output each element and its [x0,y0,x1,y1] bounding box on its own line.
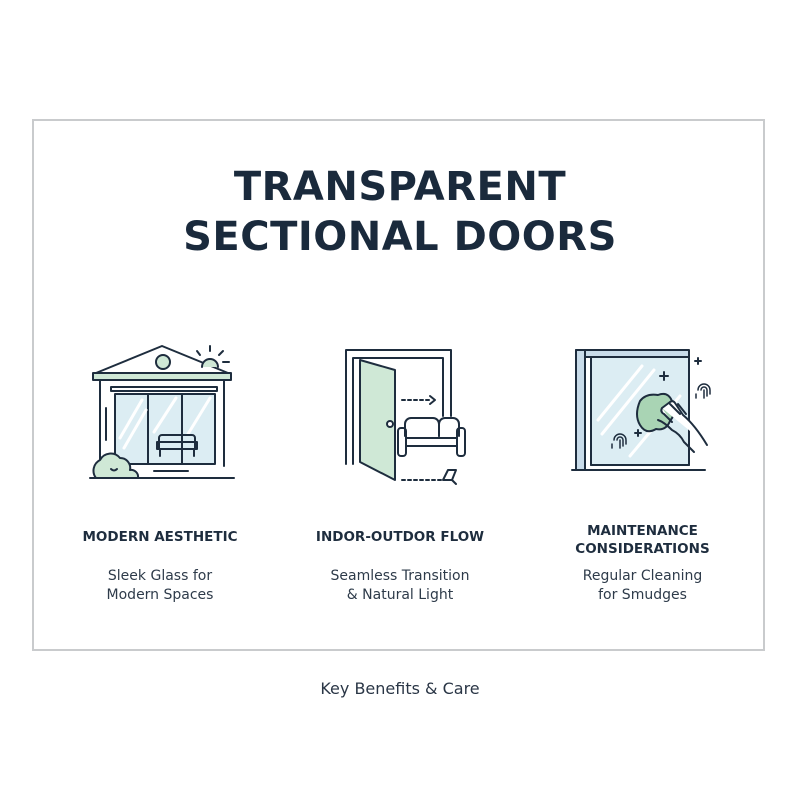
feature-3-heading-line-2: CONSIDERATIONS [575,541,710,557]
feature-3-description-line-1: Regular Cleaning [582,568,703,584]
open-door-sofa-icon [345,349,466,485]
feature-1-heading: MODERN AESTHETIC [82,529,238,545]
house-glass-door-icon [89,345,235,479]
feature-2-description: Seamless Transition & Natural Light [295,567,505,605]
feature-2-description-line-2: & Natural Light [346,587,454,603]
feature-1-description-line-2: Modern Spaces [106,587,214,603]
feature-3-description-line-2: for Smudges [598,587,687,603]
title-line-1: TRANSPARENT [233,164,567,210]
feature-1-description: Sleek Glass for Modern Spaces [60,567,260,605]
feature-2-description-line-1: Seamless Transition [330,568,470,584]
page-title: TRANSPARENT SECTIONAL DOORS [0,162,800,262]
caption: Key Benefits & Care [320,679,480,698]
feature-3-description: Regular Cleaning for Smudges [550,567,735,605]
feature-1-description-line-1: Sleek Glass for [107,568,213,584]
window-cleaning-icon [571,349,711,471]
title-line-2: SECTIONAL DOORS [183,214,617,260]
feature-3-heading-line-1: MAINTENANCE [587,523,698,539]
feature-2-heading: INDOR-OUTDOR FLOW [315,529,485,545]
feature-3-heading: MAINTENANCE CONSIDERATIONS [550,522,735,558]
